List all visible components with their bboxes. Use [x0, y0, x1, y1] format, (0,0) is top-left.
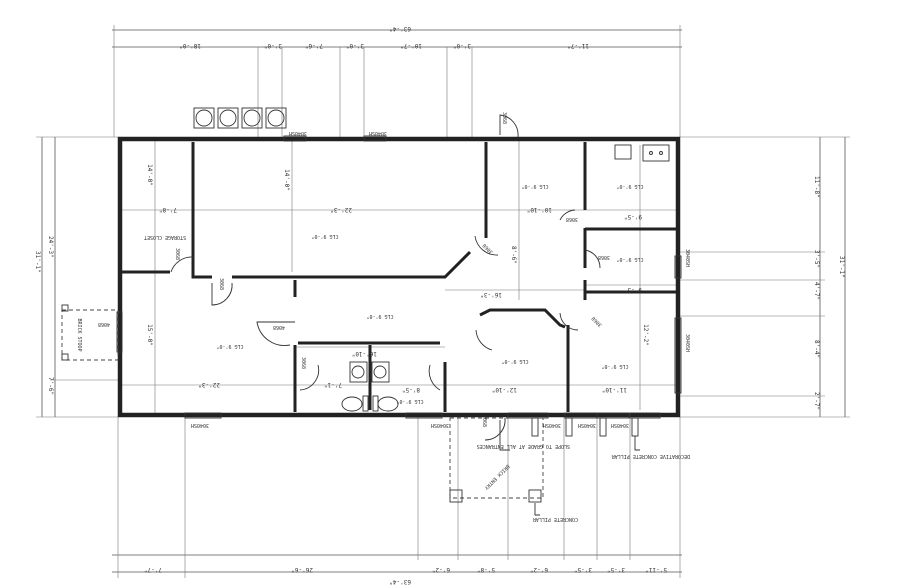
dimension-lines — [36, 25, 850, 578]
dim-right-5: 2'-7" — [813, 392, 820, 410]
ceiling-tag: CLG 9'-0" — [601, 363, 628, 369]
dim-bottom-0: 7'-7" — [144, 566, 162, 573]
dim-bottom-7: 5'-11" — [645, 566, 667, 573]
room-dim: 9'-5" — [624, 213, 642, 220]
window-tag: 3040SH — [578, 422, 596, 428]
room-dim: 16'-10" — [352, 350, 377, 357]
door-tag: 3068 — [566, 216, 578, 222]
dim-overall-bottom: 63'-4" — [389, 578, 411, 585]
dim-bottom-5: 3'-5" — [574, 566, 592, 573]
room-dim: 22'-3" — [198, 381, 220, 388]
fixtures — [193, 107, 670, 412]
room-dim: 12'-10" — [492, 386, 517, 393]
room-dim: 16'-3" — [480, 291, 502, 298]
dim-right-0: 31'-1" — [838, 256, 845, 278]
window-tag: 3040SH — [543, 422, 561, 428]
door-tag: 3068 — [501, 112, 507, 124]
door-window-tags: 3068 3068 4068 3068 3068 3068 3068 3068 … — [98, 112, 690, 428]
room-dim: 8'-5" — [402, 386, 420, 393]
room-dim: 14'-0" — [146, 164, 153, 186]
dim-top-2: 7'-6" — [305, 42, 323, 49]
note-decorative-pillar: DECORATIVE CONCRETE PILLAR — [611, 453, 690, 459]
note-concrete-pillar: CONCRETE PILLAR — [532, 516, 578, 522]
ceiling-tag: CLG 9'-0" — [216, 343, 243, 349]
dim-right-1: 11'-8" — [813, 176, 820, 198]
ceiling-tag: CLG 9'-0" — [366, 313, 393, 319]
note-storage: STORAGE CLOSET — [144, 234, 186, 240]
dim-right-4: 8'-4" — [813, 340, 820, 358]
dim-left-0: 31'-1" — [34, 251, 41, 273]
dim-bottom-1: 26'-6" — [291, 566, 313, 573]
door-tag: 4068 — [273, 324, 285, 330]
room-dim: 12'-2" — [642, 324, 649, 346]
ceiling-tag: CLG 9'-0" — [616, 183, 643, 189]
room-dim: 11'-10" — [602, 386, 627, 393]
ceiling-tag: CLG 9'-0" — [501, 358, 528, 364]
door-tag: 3068 — [481, 415, 487, 427]
note-brick-entry: BRICK ENTRY — [483, 463, 511, 491]
room-dim: 15'-0" — [146, 324, 153, 346]
dim-left-1: 24'-3" — [47, 236, 54, 258]
dim-top-0: 18'-0" — [179, 42, 201, 49]
door-tag: 3068 — [598, 254, 610, 260]
dim-top-1: 3'-0" — [264, 42, 282, 49]
room-dim: 22'-3" — [330, 206, 352, 213]
window-tag: 3040SH — [191, 422, 209, 428]
note-brick-stoop: BRICK STOOP — [76, 318, 82, 351]
interior-walls — [122, 142, 676, 412]
room-labels: 7'-8" 14'-0" 22'-3" 14'-0" 16'-3" 16'-10… — [146, 164, 649, 404]
room-dim: 7'-1" — [324, 381, 342, 388]
exterior-walls — [117, 136, 681, 418]
dim-right-3: 4'-7" — [813, 282, 820, 300]
door-tag: 3068 — [482, 242, 495, 255]
ceiling-tag: CLG 9'-0" — [616, 256, 643, 262]
room-dim: 9'-5" — [624, 286, 642, 293]
windows — [116, 135, 682, 419]
door-tag: 3068 — [300, 357, 306, 369]
dim-bottom-2: 6'-2" — [432, 566, 450, 573]
room-dim: 10'-10" — [527, 206, 552, 213]
door-tag: 4068 — [98, 321, 110, 327]
ceiling-tag: CLG 9'-0" — [521, 183, 548, 189]
room-dim: 14'-0" — [283, 169, 290, 191]
window-tag: 3040SH — [289, 130, 307, 136]
door-tag: 3068 — [218, 278, 224, 290]
dimension-labels: 63'-4" 63'-4" 18'-0" 3'-0" 7'-6" 3'-0" 1… — [34, 25, 845, 585]
window-tag: 3040SH — [684, 334, 690, 352]
dim-right-2: 3'-5" — [813, 250, 820, 268]
dim-bottom-3: 5'-8" — [477, 566, 495, 573]
dim-top-6: 11'-7" — [567, 42, 589, 49]
dim-overall-top: 63'-4" — [389, 25, 411, 32]
dim-top-3: 3'-0" — [346, 42, 364, 49]
window-tag: 3040SH — [684, 249, 690, 267]
ceiling-tag: CLG 9'-0" — [311, 233, 338, 239]
door-tag: 3068 — [591, 315, 604, 328]
dim-left-2: 7'-6" — [47, 377, 54, 395]
note-slope: SLOPE TO GRADE AT ALL ENTRANCES — [477, 443, 570, 449]
window-tag: 3040SH — [611, 422, 629, 428]
room-dim: 7'-8" — [159, 206, 177, 213]
entry-porch — [61, 304, 640, 516]
window-tag: 3040SH — [431, 422, 449, 428]
dim-bottom-6: 3'-5" — [607, 566, 625, 573]
room-dim: 8'-6" — [510, 246, 517, 264]
dim-top-5: 3'-0" — [453, 42, 471, 49]
dim-top-4: 10'-7" — [400, 42, 422, 49]
window-tag: 3040SH — [369, 130, 387, 136]
door-swings — [170, 114, 601, 441]
ceiling-tag: CLG 9'-0" — [396, 398, 423, 404]
door-tag: 3068 — [174, 248, 180, 260]
dim-bottom-4: 6'-2" — [530, 566, 548, 573]
